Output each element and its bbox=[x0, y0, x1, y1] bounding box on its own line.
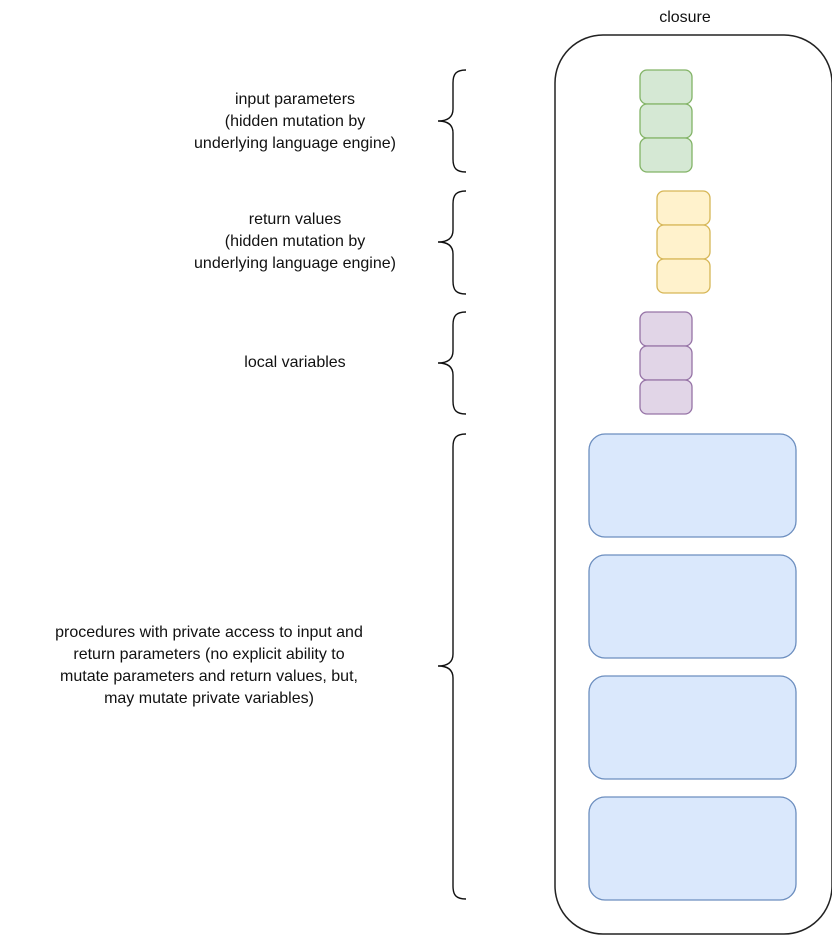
return-values-label-line-1: return values bbox=[248, 211, 342, 228]
procedure-box-3 bbox=[588, 675, 797, 780]
local-variable-cell-3 bbox=[639, 379, 693, 415]
procedure-box-2 bbox=[588, 554, 797, 659]
local-variables-label: local variables bbox=[145, 352, 445, 374]
procedure-box-4 bbox=[588, 796, 797, 901]
return-values-brace bbox=[437, 190, 467, 295]
return-values-label-line-2: (hidden mutation by bbox=[224, 233, 366, 250]
input-parameter-cell-2 bbox=[639, 103, 693, 139]
input-parameter-stack bbox=[639, 69, 693, 173]
procedures-label: procedures with private access to input … bbox=[2, 622, 416, 710]
local-variables-label-line-1: local variables bbox=[244, 354, 346, 371]
return-value-cell-3 bbox=[656, 258, 711, 294]
procedures-brace bbox=[437, 433, 467, 900]
input-parameters-label: input parameters (hidden mutation by und… bbox=[145, 89, 445, 155]
local-variable-stack bbox=[639, 311, 693, 415]
procedure-stack bbox=[588, 433, 797, 901]
local-variable-cell-1 bbox=[639, 311, 693, 347]
closure-title: closure bbox=[659, 9, 711, 26]
local-variable-cell-2 bbox=[639, 345, 693, 381]
input-parameters-brace bbox=[437, 69, 467, 173]
return-value-cell-1 bbox=[656, 190, 711, 226]
return-value-stack bbox=[656, 190, 711, 294]
input-parameters-label-line-2: (hidden mutation by bbox=[224, 113, 366, 130]
procedures-label-line-2: return parameters (no explicit ability t… bbox=[73, 646, 345, 663]
return-values-label: return values (hidden mutation by underl… bbox=[145, 209, 445, 275]
procedures-label-line-3: mutate parameters and return values, but… bbox=[60, 668, 358, 685]
input-parameter-cell-1 bbox=[639, 69, 693, 105]
input-parameters-label-line-3: underlying language engine) bbox=[194, 135, 396, 152]
input-parameters-label-line-1: input parameters bbox=[234, 91, 356, 108]
return-values-label-line-3: underlying language engine) bbox=[194, 255, 396, 272]
local-variables-brace bbox=[437, 311, 467, 415]
procedures-label-line-4: may mutate private variables) bbox=[104, 690, 314, 707]
procedure-box-1 bbox=[588, 433, 797, 538]
input-parameter-cell-3 bbox=[639, 137, 693, 173]
procedures-label-line-1: procedures with private access to input … bbox=[55, 624, 363, 641]
return-value-cell-2 bbox=[656, 224, 711, 260]
